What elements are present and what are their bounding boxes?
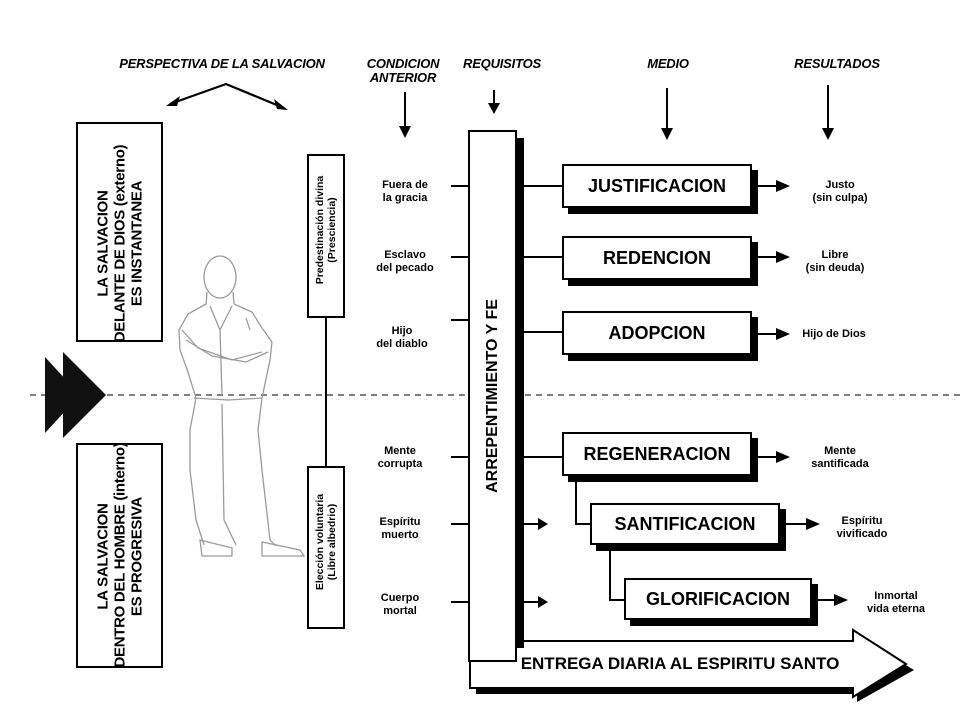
- person-figure-icon: [178, 255, 306, 557]
- result-item: Libre(sin deuda): [805, 249, 865, 274]
- requisito-label: ARREPENTIMIENTO Y FE: [484, 299, 501, 493]
- header-condicion-line1: CONDICION: [366, 56, 440, 71]
- result-arrows: [756, 185, 836, 601]
- box-salvacion-interna: LA SALVACION DENTRO DEL HOMBRE (interno)…: [76, 443, 163, 668]
- header-condicion-line2: ANTERIOR: [369, 70, 437, 85]
- box-salvacion-interna-text: LA SALVACION DENTRO DEL HOMBRE (interno)…: [94, 442, 146, 668]
- box-salvacion-externa-text: LA SALVACION DELANTE DE DIOS (externo) E…: [94, 144, 146, 343]
- medio-redencion: REDENCION: [562, 236, 752, 280]
- medio-santificacion: SANTIFICACION: [590, 503, 780, 545]
- medio-adopcion: ADOPCION: [562, 311, 752, 355]
- header-resultados: RESULTADOS: [794, 56, 880, 71]
- small-arrowhead-icon: [538, 518, 548, 530]
- box-eleccion: Elección voluntaria (Libre albedrio): [307, 466, 345, 629]
- bottom-arrow-shape: [469, 628, 908, 699]
- requisite-bar: [468, 130, 517, 662]
- result-item: Hijo de Dios: [802, 328, 866, 340]
- header-down-arrows: [399, 85, 834, 140]
- box-salvacion-externa: LA SALVACION DELANTE DE DIOS (externo) E…: [76, 122, 163, 342]
- medio-justificacion: JUSTIFICACION: [562, 164, 752, 208]
- result-arrowheads: [776, 180, 848, 606]
- header-requisitos: REQUISITOS: [463, 56, 541, 71]
- requisite-bar-shadow: [516, 138, 524, 648]
- bottom-arrow-label: ENTREGA DIARIA AL ESPIRITU SANTO: [520, 654, 840, 673]
- box-predestinacion-text: Predestinación divina (Presciencia): [314, 175, 338, 285]
- chevron-marker-icon: [45, 357, 80, 433]
- perspective-caret: [169, 82, 285, 110]
- header-perspectiva: PERSPECTIVA DE LA SALVACION: [119, 56, 325, 71]
- header-condicion: CONDICION ANTERIOR: [358, 57, 448, 85]
- box-eleccion-text: Elección voluntaria (Libre albedrio): [314, 493, 338, 591]
- caret-right-arrowhead-icon: [274, 99, 288, 110]
- medio-connectors: [524, 185, 624, 603]
- medio-regeneracion: REGENERACION: [562, 432, 752, 476]
- header-medio: MEDIO: [647, 56, 689, 71]
- condition-connectors: [451, 185, 469, 603]
- result-item: Justo(sin culpa): [812, 179, 868, 204]
- medio-glorificacion: GLORIFICACION: [624, 578, 812, 620]
- caret-left-arrowhead-icon: [166, 96, 180, 106]
- chevron-marker-icon-2: [63, 352, 106, 438]
- box-predestinacion: Predestinación divina (Presciencia): [307, 154, 345, 318]
- small-arrowhead-icon-2: [538, 596, 548, 608]
